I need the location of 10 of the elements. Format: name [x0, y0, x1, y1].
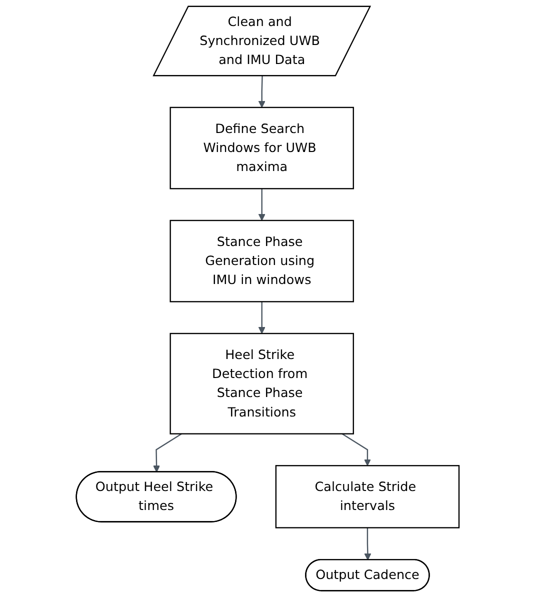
- arrow: [364, 528, 372, 560]
- node-box: Heel Strike Detection from Stance Phase Transitions: [170, 332, 354, 434]
- arrow: [152, 433, 182, 472]
- node-box: Calculate Stride intervals: [275, 465, 460, 528]
- arrow: [258, 302, 266, 334]
- arrow: [258, 188, 266, 221]
- arrow: [258, 76, 266, 108]
- node-box: Define Search Windows for UWB maxima: [170, 106, 354, 190]
- node-box: Stance Phase Generation using IMU in windows: [170, 220, 354, 302]
- arrow: [342, 433, 371, 466]
